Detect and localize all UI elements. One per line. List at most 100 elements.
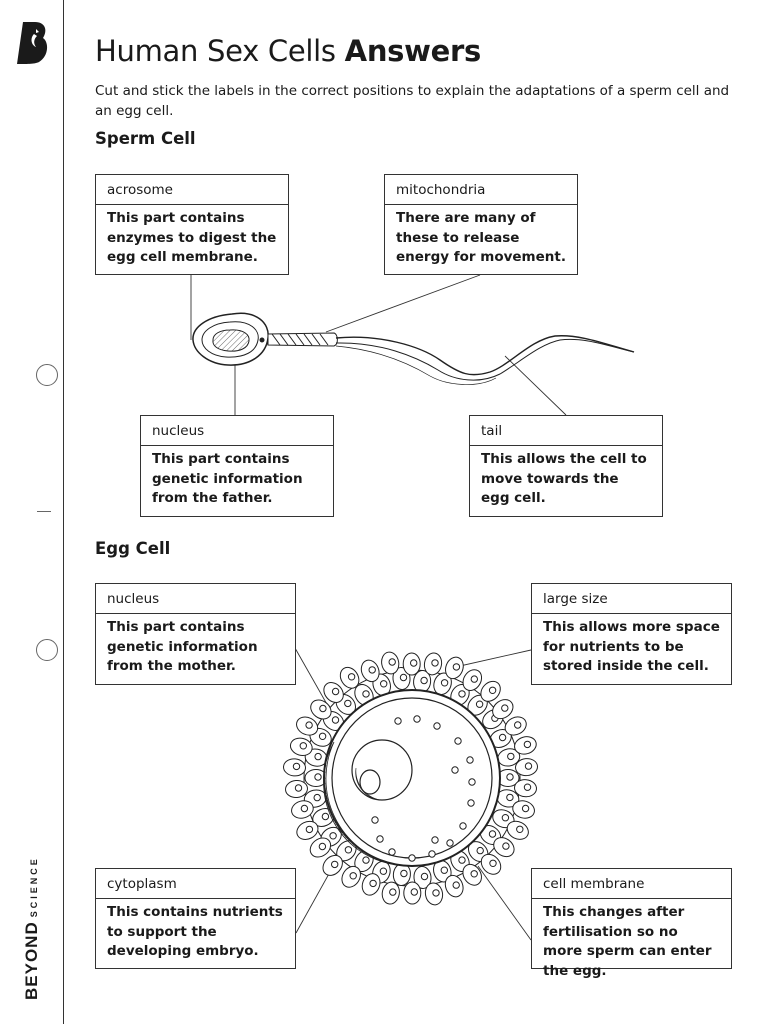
- follicle-cell-nucleus: [410, 888, 418, 896]
- follicle-cell-nucleus: [314, 752, 322, 761]
- follicle-cell-nucleus: [362, 856, 370, 864]
- granule: [431, 836, 439, 844]
- follicle-cell-nucleus: [331, 687, 340, 696]
- label-description: This part contains enzymes to digest the…: [107, 210, 277, 266]
- margin-line: [63, 0, 64, 1024]
- egg-label-cytoplasm[interactable]: cytoplasm This contains nutrients to sup…: [95, 868, 296, 969]
- egg-label-nucleus[interactable]: nucleus This part contains genetic infor…: [95, 583, 296, 685]
- follicle-cell-nucleus: [300, 804, 309, 813]
- follicle-cell-nucleus: [476, 846, 484, 855]
- follicle-cell-nucleus: [489, 859, 497, 867]
- follicle-cell-nucleus: [458, 690, 466, 698]
- egg-label-large-size[interactable]: large size This allows more space for nu…: [531, 583, 732, 685]
- follicle-cell-nucleus: [524, 762, 533, 770]
- follicle-cell-nucleus: [294, 784, 303, 792]
- follicle-cell-nucleus: [452, 881, 460, 889]
- follicle-cell-nucleus: [523, 740, 532, 749]
- follicle-cell-nucleus: [506, 793, 514, 802]
- follicle-cell-nucleus: [349, 872, 357, 880]
- label-description: There are many of these to release energ…: [396, 210, 566, 266]
- follicle-cell-nucleus: [305, 825, 314, 834]
- follicle-cell-nucleus: [488, 830, 497, 838]
- granule: [454, 737, 462, 745]
- follicle-cell-nucleus: [458, 856, 466, 864]
- label-term: nucleus: [96, 584, 295, 614]
- follicle-cell-nucleus: [331, 860, 339, 869]
- follicle-cell-nucleus: [488, 686, 497, 694]
- follicle-cell-nucleus: [420, 872, 429, 881]
- follicle-cell-nucleus: [502, 842, 510, 850]
- label-description: This contains nutrients to support the d…: [107, 904, 283, 960]
- follicle-cell-nucleus: [292, 762, 301, 771]
- follicle-cell-nucleus: [432, 889, 440, 897]
- granule: [394, 717, 402, 725]
- granule: [451, 766, 459, 774]
- follicle-cell-nucleus: [452, 663, 461, 671]
- follicle-cell-nucleus: [369, 879, 377, 888]
- label-term: acrosome: [96, 175, 288, 205]
- granule: [408, 854, 416, 862]
- follicle-cell-nucleus: [501, 704, 509, 712]
- follicle-cell-nucleus: [368, 666, 376, 674]
- follicle-cell-nucleus: [475, 700, 484, 708]
- granule: [468, 778, 476, 786]
- follicle-cell-nucleus: [521, 804, 530, 813]
- granule: [388, 848, 396, 856]
- follicle-cells: [283, 651, 538, 906]
- instructions: Cut and stick the labels in the correct …: [95, 83, 730, 119]
- follicle-cell-nucleus: [314, 773, 322, 781]
- follicle-cell-nucleus: [318, 842, 327, 851]
- page-title: Human Sex Cells Answers: [95, 34, 481, 68]
- follicle-cell-nucleus: [347, 673, 356, 681]
- fold-mark: [37, 511, 51, 512]
- follicle-cell-nucleus: [420, 676, 428, 685]
- label-description: This part contains genetic information f…: [107, 619, 258, 675]
- follicle-cell-nucleus: [344, 699, 352, 708]
- follicle-cell-nucleus: [329, 832, 337, 840]
- label-description: This part contains genetic information f…: [152, 451, 303, 507]
- granule: [376, 835, 384, 843]
- sperm-label-mitochondria[interactable]: mitochondria There are many of these to …: [384, 174, 578, 275]
- follicle-cell-nucleus: [523, 783, 532, 791]
- granule: [466, 756, 474, 764]
- follicle-cell-nucleus: [305, 721, 313, 729]
- label-term: mitochondria: [385, 175, 577, 205]
- label-term: tail: [470, 416, 662, 446]
- punch-hole-bottom: [36, 639, 58, 661]
- sperm-label-acrosome[interactable]: acrosome This part contains enzymes to d…: [95, 174, 289, 275]
- label-term: cytoplasm: [96, 869, 295, 899]
- label-term: nucleus: [141, 416, 333, 446]
- label-description: This allows the cell to move towards the…: [481, 451, 647, 507]
- granule: [413, 715, 421, 723]
- egg-label-cell-membrane[interactable]: cell membrane This changes after fertili…: [531, 868, 732, 979]
- follicle-cell-nucleus: [399, 673, 408, 682]
- follicle-cell-nucleus: [514, 721, 522, 729]
- follicle-cell-nucleus: [318, 732, 327, 740]
- punch-hole-top: [36, 364, 58, 386]
- follicle-cell-nucleus: [498, 733, 507, 742]
- follicle-cell-nucleus: [400, 869, 408, 878]
- follicle-cell-nucleus: [470, 870, 478, 878]
- follicle-cell-nucleus: [379, 867, 388, 875]
- egg-illustration: [283, 651, 538, 906]
- granule: [428, 850, 436, 858]
- follicle-cell-nucleus: [440, 679, 449, 687]
- granule: [433, 722, 441, 730]
- sperm-illustration: [192, 312, 635, 385]
- follicle-cell-nucleus: [362, 690, 370, 698]
- label-description: This changes after fertilisation so no m…: [543, 904, 712, 979]
- follicle-cell-nucleus: [516, 825, 524, 833]
- follicle-cell-nucleus: [299, 742, 307, 750]
- follicle-cell-nucleus: [506, 773, 514, 781]
- granule: [446, 839, 454, 847]
- follicle-cell-nucleus: [440, 866, 448, 874]
- sperm-label-tail[interactable]: tail This allows the cell to move toward…: [469, 415, 663, 517]
- label-term: large size: [532, 584, 731, 614]
- sperm-label-nucleus[interactable]: nucleus This part contains genetic infor…: [140, 415, 334, 517]
- title-main: Human Sex Cells: [95, 34, 336, 68]
- follicle-cell-nucleus: [501, 814, 510, 822]
- follicle-cell-nucleus: [388, 658, 396, 666]
- beyond-logo-icon: [17, 22, 48, 64]
- follicle-cell-nucleus: [319, 704, 327, 713]
